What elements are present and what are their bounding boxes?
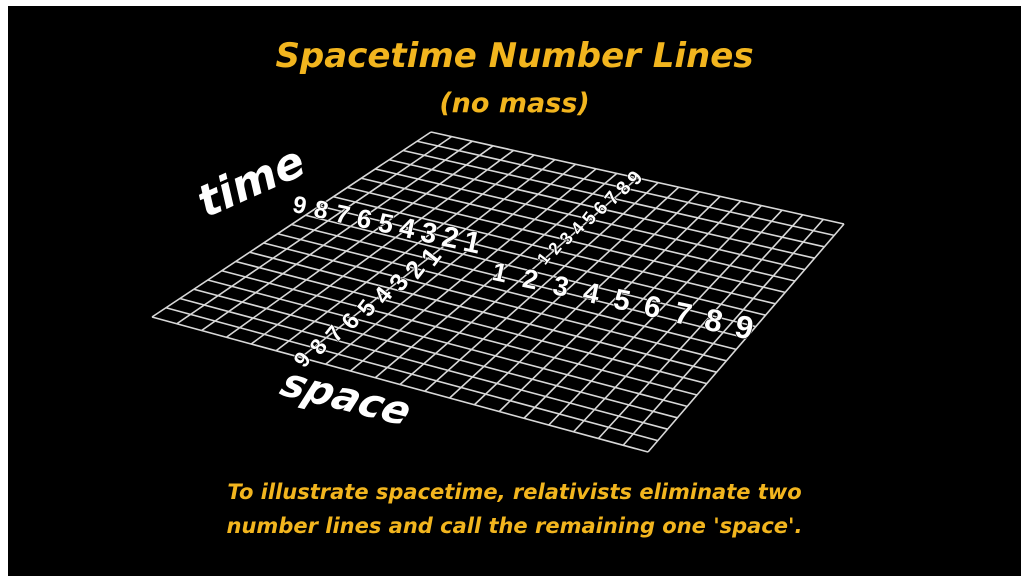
grid-line-b: [473, 191, 700, 406]
time-number-label: 4: [397, 211, 419, 245]
space-right-number-label: 9: [732, 308, 757, 347]
grid-line-a: [416, 140, 835, 237]
grid-line-a: [430, 131, 845, 225]
grid-line-a: [375, 168, 805, 271]
page-title: Spacetime Number Lines: [275, 36, 754, 76]
grid-line-a: [347, 186, 786, 294]
time-number-label: 9: [290, 191, 309, 220]
grid-line-b: [573, 209, 783, 433]
grid-line-a: [319, 205, 766, 316]
space-right-number-label: 3: [550, 269, 571, 303]
space-axis-label: space: [274, 360, 418, 434]
grid-line-a: [388, 158, 815, 259]
grid-line-b: [548, 205, 762, 426]
space-right-number-label: 4: [581, 275, 603, 310]
grid-line-a: [402, 149, 825, 248]
space-right-number-label: 1: [490, 256, 510, 288]
grid-line-a: [305, 214, 756, 328]
grid-line-b: [647, 223, 845, 453]
grid-line-b: [523, 200, 742, 419]
space-right-number-label: 5: [611, 283, 633, 318]
time-number-label: 5: [375, 207, 396, 239]
grid-line-a: [333, 195, 776, 305]
time-number-label: 7: [333, 200, 353, 230]
grid-line-b: [449, 186, 680, 399]
time-number-label: 6: [354, 203, 375, 235]
perspective-grid: [151, 131, 845, 453]
space-right-number-label: 7: [671, 296, 695, 333]
caption-line-2: number lines and call the remaining one …: [226, 514, 803, 538]
caption-line-1: To illustrate spacetime, relativists eli…: [227, 480, 802, 504]
time-number-label: 8: [312, 196, 331, 225]
grid-line-a: [361, 177, 796, 282]
grid-line-b: [622, 218, 824, 446]
time-number-label: 3: [418, 216, 440, 251]
page-subtitle: (no mass): [439, 88, 590, 119]
grid-line-b: [597, 214, 804, 440]
space-right-number-label: 2: [520, 263, 541, 295]
grid-line-b: [399, 177, 639, 386]
grid-line-b: [498, 195, 721, 413]
space-right-number-label: 6: [641, 289, 664, 325]
grid-line-b: [424, 182, 659, 392]
